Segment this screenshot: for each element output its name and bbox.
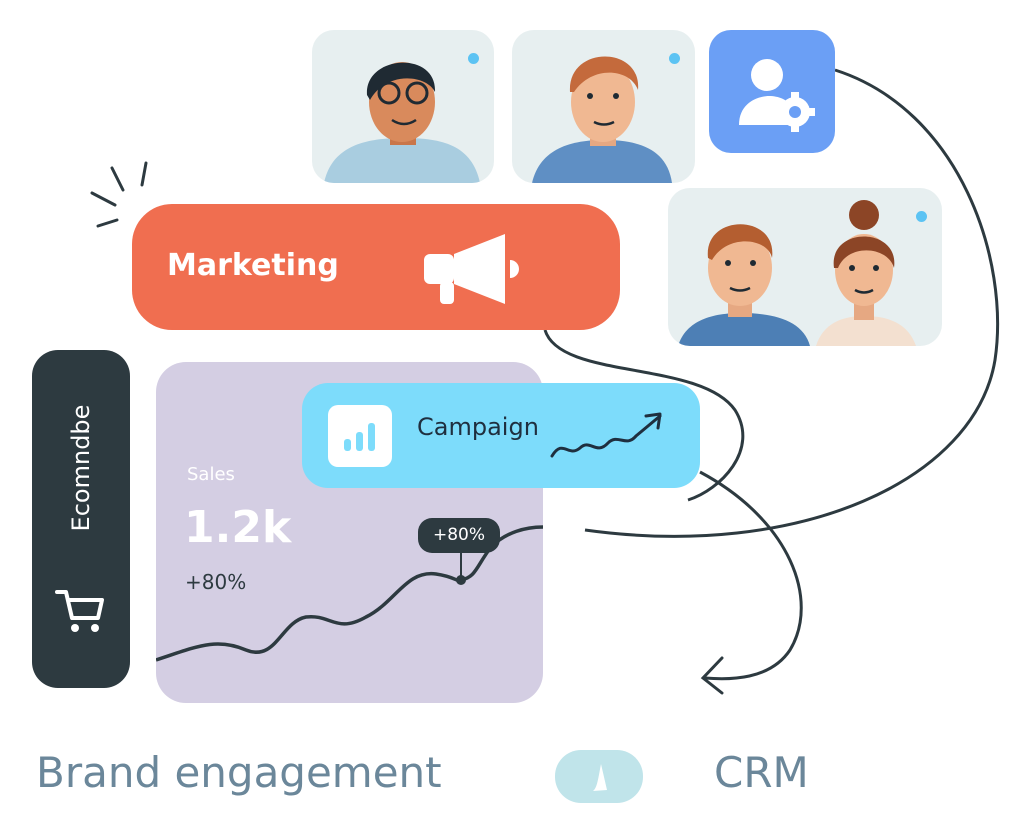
avatar-card-pair[interactable] (668, 188, 942, 346)
campaign-label: Campaign (417, 413, 539, 441)
avatar-card-man-glasses[interactable] (312, 30, 494, 183)
sales-value: 1.2k (184, 502, 292, 553)
avatar-pair (678, 200, 916, 346)
campaign-card[interactable]: Campaign (302, 383, 700, 488)
shopping-cart-icon (55, 590, 104, 632)
marketing-card[interactable]: Marketing (132, 204, 620, 330)
sales-tooltip: +80% (418, 518, 500, 553)
avatar-man-glasses (324, 62, 480, 183)
sales-trend-line (156, 525, 543, 662)
ecommerce-label: Ecomndbe (67, 404, 95, 532)
crm-label: CRM (714, 748, 809, 797)
avatar-man (532, 56, 672, 183)
avatar-card-man[interactable] (512, 30, 695, 183)
online-indicator (916, 211, 927, 222)
trend-up-arrow-icon (550, 412, 662, 458)
user-settings-card[interactable] (709, 30, 835, 153)
ecommerce-card[interactable]: Ecomndbe (32, 350, 130, 688)
toggle-switch[interactable] (555, 750, 643, 803)
bar-chart-icon (328, 405, 392, 467)
online-indicator (468, 53, 479, 64)
marketing-label: Marketing (167, 248, 339, 283)
megaphone-icon (424, 234, 519, 304)
user-settings-icon (739, 59, 815, 132)
online-indicator (669, 53, 680, 64)
sales-change: +80% (185, 570, 247, 594)
brand-engagement-label: Brand engagement (36, 748, 442, 797)
sales-label: Sales (187, 464, 235, 485)
